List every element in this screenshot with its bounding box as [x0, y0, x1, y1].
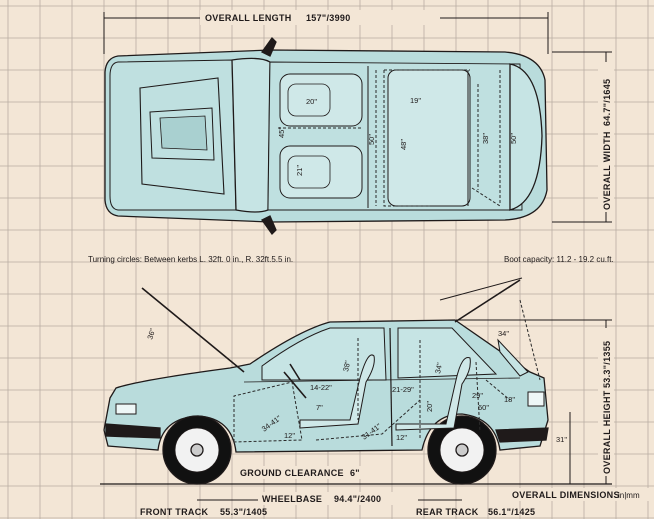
ground-clearance-label: GROUND CLEARANCE	[240, 468, 344, 478]
rear-headroom-dim: 34"	[433, 361, 444, 374]
rear-track-value: 56.1"/1425	[488, 507, 535, 517]
overall-dimensions-label: OVERALL DIMENSIONS	[512, 490, 620, 500]
sill-height-dim: 31"	[556, 435, 567, 444]
front-track-label: FRONT TRACK	[140, 507, 208, 517]
rear-track-label: REAR TRACK	[416, 507, 479, 517]
boot-height-dim: 18"	[504, 395, 515, 404]
overall-length-value: 157"/3990	[306, 13, 351, 23]
overall-width-value: 64.7"/1645	[602, 79, 612, 126]
front-seat-width-dim: 20"	[306, 97, 317, 106]
turning-circles-text: Turning circles: Between kerbs L. 32ft. …	[88, 255, 293, 264]
boot-capacity-text: Boot capacity: 11.2 - 19.2 cu.ft.	[504, 255, 614, 264]
rear-knee-dim: 20"	[425, 401, 434, 412]
units-label: in|mm	[618, 491, 640, 500]
side-interior-dimension-lines	[233, 299, 541, 443]
ground-clearance-value: 6"	[350, 468, 360, 478]
overall-height-label: OVERALL HEIGHT	[602, 390, 612, 474]
front-legroom-dim: 21"	[295, 165, 304, 176]
rear-shoulder-dim: 29"	[472, 391, 483, 400]
overall-length-label: OVERALL LENGTH	[205, 13, 292, 23]
front-shoulder-dim: 45"	[277, 127, 286, 138]
boot-width-dim: 50"	[509, 133, 518, 144]
front-headroom-dim: 38"	[341, 359, 352, 372]
rear-cabin-dim: 50"	[367, 134, 376, 145]
top-interior-dimension-lines	[278, 69, 501, 207]
overall-width-label: OVERALL WIDTH	[602, 131, 612, 210]
wheelbase-value: 94.4"/2400	[334, 494, 381, 504]
rear-width-dim: 38"	[481, 133, 490, 144]
boot-length-dim: 60"	[478, 403, 489, 412]
rear-seat-dim: 48"	[399, 139, 408, 150]
car-side-view	[103, 277, 549, 485]
seat-height-2-dim: 12"	[396, 433, 407, 442]
bonnet-dim: 36"	[145, 327, 157, 341]
overall-height-value: 53.3"/1355	[602, 341, 612, 388]
wheelbase-label: WHEELBASE	[262, 494, 322, 504]
tailgate-dim: 34"	[498, 329, 509, 338]
steering-dim: 14-22"	[310, 383, 332, 392]
rear-seat-width-dim: 19"	[410, 96, 421, 105]
front-track-value: 55.3"/1405	[220, 507, 267, 517]
car-top-view	[104, 36, 548, 236]
seat-back-dim: 21-29"	[392, 385, 414, 394]
seat-height-1-dim: 12"	[284, 431, 295, 440]
knee-dim: 7"	[316, 403, 323, 412]
